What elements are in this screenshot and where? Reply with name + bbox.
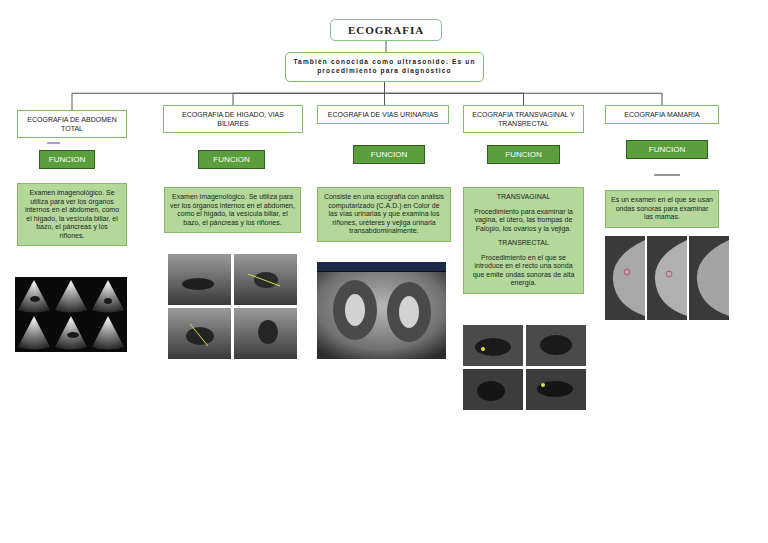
image-ground [317,262,446,359]
scan-panel [605,236,645,320]
node-text: También conocida como ultrasonido. Es un… [292,58,477,76]
dash-mark [654,175,680,176]
node-text: TRANSVAGINAL [469,193,578,202]
node-text: Procedimiento para examinar la vagina, e… [469,208,578,234]
function-tag: FUNCION [487,145,560,164]
breast-shape [655,240,687,316]
node-text: FUNCION [43,155,91,164]
marker-circle [666,271,672,277]
organ-shadow [258,320,278,344]
node-text: FUNCION [357,150,421,159]
function-tag: FUNCION [626,140,708,159]
organ-shadow [477,381,505,401]
node-text: Procedimiento en el que se introduce en … [469,254,578,288]
node-text: TRANSRECTAL [469,239,578,248]
category-box: ECOGRAFIA TRANSVAGINAL Y TRANSRECTAL [463,105,584,133]
definition-box: También conocida como ultrasonido. Es un… [285,52,484,82]
organ-shadow [104,298,112,304]
urinary-ultrasound [317,262,446,359]
node-text: Consiste en una ecografía con análisis c… [323,193,445,236]
node-text: FUNCION [202,155,261,164]
transvaginal-ultrasound [463,325,586,410]
kidney-core [345,294,365,326]
marker-line [190,324,208,346]
scan-panel [647,236,687,320]
scan-panel [317,272,446,359]
scan-panel [234,308,297,359]
function-tag: FUNCION [39,150,95,169]
organ-shadow [540,335,572,355]
node-text: FUNCION [491,150,556,159]
scan-panel [689,236,729,320]
description-box: Es un examen en el que se usan ondas son… [605,190,719,228]
scan-fan [92,280,124,313]
kidney-core [399,296,419,328]
node-text: ECOGRAFIA [335,24,437,36]
scan-fan [55,316,87,350]
description-box: TRANSVAGINAL Procedimiento para examinar … [463,187,584,294]
function-tag: FUNCION [353,145,425,164]
node-text: ECOGRAFIA DE ABDOMEN TOTAL [22,115,122,133]
marker-dot [481,347,485,351]
node-text: ECOGRAFIA DE VIAS URINARIAS [322,110,444,119]
organ-shadow [67,332,79,338]
breast-shape [697,240,729,316]
node-text: ECOGRAFIA DE HIGADO, VIAS BILIARES [168,110,298,128]
organ-shadow [537,381,573,397]
description-box: Examen imagenológico. Se utiliza para ve… [164,187,301,233]
kidney-shadow [387,282,431,342]
kidney-shadow [333,280,377,340]
image-ground [463,325,586,410]
organ-shadow [182,278,214,290]
tree-connector [385,82,663,105]
function-tag: FUNCION [198,150,265,169]
header-strip [317,262,446,271]
image-ground [605,236,729,320]
organ-shadow [30,296,40,302]
scan-panel [168,308,231,359]
scan-fan [92,316,124,350]
scan-fan [55,280,87,313]
category-box: ECOGRAFIA DE ABDOMEN TOTAL [17,110,127,138]
marker-dot [541,383,545,387]
node-text: FUNCION [630,145,704,154]
node-text: ECOGRAFIA MAMARIA [610,110,714,119]
scan-panel [526,369,586,410]
category-box: ECOGRAFIA MAMARIA [605,105,719,124]
node-text: Es un examen en el que se usan ondas son… [611,196,713,222]
category-box: ECOGRAFIA DE HIGADO, VIAS BILIARES [163,105,303,133]
title-box: ECOGRAFIA [330,19,442,41]
scan-panel [234,254,297,305]
breast-ultrasound [605,236,729,320]
image-ground [168,254,297,359]
liver-ultrasound [168,254,297,359]
dash-mark [47,143,60,144]
node-text: ECOGRAFIA TRANSVAGINAL Y TRANSRECTAL [468,110,579,128]
tree-connector [386,41,387,52]
scan-fan [18,280,50,313]
tree-connector [233,82,385,105]
node-text: Examen imagenológico. Se utiliza para ve… [23,189,121,240]
description-box: Examen imagenológico. Se utiliza para ve… [17,183,127,246]
organ-shadow [475,338,511,356]
organ-shadow [254,272,278,288]
marker-line [248,274,280,286]
abdomen-ultrasound [15,277,127,352]
scan-panel [463,369,523,410]
node-text: Examen imagenológico. Se utiliza para ve… [170,193,295,227]
scan-panel [168,254,231,305]
marker-circle [624,269,630,275]
breast-shape [613,240,645,316]
scan-panel [526,325,586,366]
scan-panel [463,325,523,366]
description-box: Consiste en una ecografía con análisis c… [317,187,451,242]
image-ground [15,277,127,352]
scan-fan [18,316,50,350]
category-box: ECOGRAFIA DE VIAS URINARIAS [317,105,449,124]
